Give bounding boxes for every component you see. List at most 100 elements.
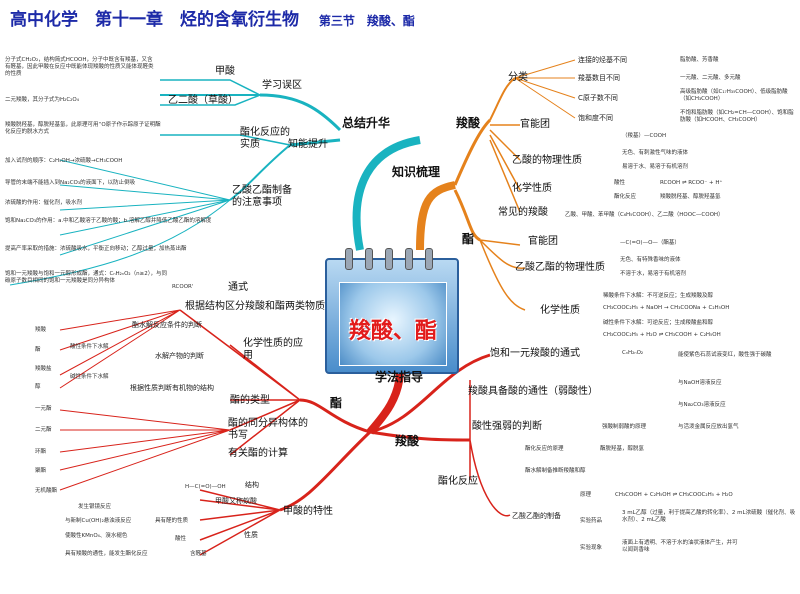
left-small-2: 酯 — [35, 347, 41, 353]
formic-note: 分子式CH₂O₂，结构简式HCOOH，分子中既含有羧基，又含有醛基，因此甲酸在反… — [5, 57, 154, 77]
ester-item-6: 根据性质判断有机物的结构 — [130, 384, 214, 392]
ester-rx-item-2: 酯脱羟基，醇脱氢 — [600, 446, 645, 452]
ester-fg-value: —C(=O)—O—（酯基） — [620, 240, 680, 246]
left-small-6: 二元酯 — [35, 427, 52, 433]
class-label-4: 饱和度不同 — [578, 114, 613, 122]
formic-item-6: 含醛基 — [190, 551, 207, 557]
ester-chem-4: CH₃COOC₂H₅ + H₂O ⇌ CH₃COOH + C₂H₅OH — [603, 332, 721, 338]
formic-note-4: 具有羧酸的通性，能发生酯化反应 — [65, 551, 148, 557]
formic-item-5: 酸性 — [175, 536, 187, 542]
node-prep: 乙酸乙酯制备的注意事项 — [232, 185, 292, 208]
center-calendar: 羧酸、酯 — [325, 248, 459, 374]
class-label-2: 羧基数目不同 — [578, 74, 620, 82]
class-value-1: 脂肪酸、芳香酸 — [680, 57, 719, 63]
formic-note-1: 发生银镜反应 — [78, 504, 112, 510]
formic-item-4: 性质 — [244, 531, 258, 539]
node-carboxylic: 羧酸 — [456, 116, 481, 130]
formic-item-2: 甲酸又称蚁酸 — [215, 497, 257, 505]
ester-item-9: 有关酯的计算 — [228, 448, 288, 459]
node-chem-props: 化学性质 — [512, 183, 552, 194]
class-value-4: 不饱和脂肪酸（如CH₂=CH—COOH）、饱和脂肪酸（如HCOOH、CH₃COO… — [680, 110, 794, 123]
formic-note-2: 与新制Cu(OH)₂悬浊液反应 — [65, 518, 132, 524]
left-small-3: 羧酸盐 — [35, 366, 52, 372]
acidity-eq: RCOOH ⇌ RCOO⁻ + H⁺ — [660, 180, 723, 186]
trunk-summary — [352, 136, 421, 251]
class-label-1: 连接的烃基不同 — [578, 56, 627, 64]
node-methods-carboxylic: 羧酸 — [395, 434, 420, 448]
node-formula: 饱和一元羧酸的通式 — [490, 348, 580, 359]
common-acids-value: 乙酸、甲酸、苯甲酸（C₆H₅COOH）、乙二酸（HOOC—COOH） — [565, 212, 724, 218]
ester-item-3: 化学性质的应用 — [243, 338, 303, 361]
ester-chem-3: 碱性条件下水解：可逆反应；生成羧酸盐和醇 — [603, 320, 714, 326]
ea-physical-2: 不溶于水，易溶于有机溶剂 — [620, 271, 687, 277]
ester-rx-item-3: 酯水解制备推断羧酸和醇 — [525, 468, 586, 474]
formula-value: CₙH₂ₙO₂ — [622, 350, 644, 356]
ea-physical-1: 无色、有特殊香味的液体 — [620, 257, 681, 263]
principle-label: 原理 — [580, 492, 592, 498]
class-value-2: 一元酸、二元酸、多元酸 — [680, 75, 741, 81]
node-acidity: 羧酸具备酸的通性（弱酸性） — [468, 386, 598, 397]
class-label-3: C原子数不同 — [578, 94, 618, 102]
section-title: 第三节 羧酸、酯 — [318, 14, 415, 28]
node-ability: 知能提升 — [288, 139, 328, 150]
acidity-item-3: 与Na₂CO₃溶液反应 — [678, 402, 726, 408]
branch-methods: 学法指导 — [375, 370, 424, 384]
center-title: 羧酸、酯 — [348, 318, 437, 344]
ester-rx-item-1: 酯化反应的原理 — [525, 446, 564, 452]
prep-note-5: 提高产率采取的措施：浓硫酸吸水，平衡正向移动；乙醇过量；加热蒸出酯 — [5, 246, 187, 252]
acid-strength-value: 强酸制弱酸的原理 — [602, 424, 647, 430]
calendar-frame: 羧酸、酯 — [325, 258, 459, 374]
node-common-acids: 常见的羧酸 — [498, 207, 548, 218]
left-small-9: 无机酸酯 — [35, 488, 58, 494]
formic-struct: H—C(=O)—OH — [185, 484, 226, 490]
acidity-item-1: 能使紫色石蕊试液变红，酸性强于碳酸 — [678, 352, 772, 358]
node-acid-strength: 酸性强弱的判断 — [472, 421, 542, 432]
node-oxalic: 乙二酸（草酸） — [168, 95, 238, 106]
node-ester-chem: 化学性质 — [540, 305, 580, 316]
prep-note-4: 饱和Na₂CO₃的作用：a.中和乙酸溶于乙酸的酸；b.溶解乙醇并降低乙酸乙酯的溶… — [5, 218, 212, 224]
chapter-title: 高中化学 第十一章 烃的含氧衍生物 — [10, 10, 299, 30]
node-formic: 甲酸 — [215, 66, 235, 77]
class-value-3: 高级脂肪酸（如C₁₇H₃₅COOH）、低级脂肪酸（如CH₃COOH） — [680, 89, 788, 102]
left-small-1: 羧酸 — [35, 327, 47, 333]
ring-icon — [385, 248, 393, 270]
ester-rx-note: 羧酸脱羟基、醇脱羟基氢 — [660, 194, 721, 200]
node-ea-physical: 乙酸乙酯的物理性质 — [515, 262, 605, 273]
node-ester-rx: 酯化反应 — [438, 476, 478, 487]
ring-icon — [425, 248, 433, 270]
node-acid-fg: 官能团 — [520, 119, 550, 130]
prep-note-6: 饱和一元羧酸与饱和一元醇形成酯，通式：CₙH₂ₙO₂（n≥2），与同碳原子数目相… — [5, 271, 167, 284]
left-small-7: 环酯 — [35, 449, 47, 455]
acidity-item-2: 与NaOH溶液反应 — [678, 380, 722, 386]
node-ester: 酯 — [462, 232, 475, 246]
trunk-knowledge — [416, 181, 456, 251]
acidity-item-4: 与活泼金属反应放出氢气 — [678, 424, 739, 430]
acetic-physical-2: 易溶于水、易溶于有机溶剂 — [622, 164, 689, 170]
prep-note-2: 导管的末端不能插入到Na₂CO₃的液面下，以防止倒吸 — [5, 180, 136, 186]
formic-item-1: 结构 — [245, 481, 259, 489]
page-title: 高中化学 第十一章 烃的含氧衍生物 第三节 羧酸、酯 — [10, 5, 415, 30]
oxalic-note: 二元羧酸，其分子式为H₂C₂O₄ — [5, 97, 79, 103]
ring-icon — [365, 248, 373, 270]
ester-item-2: 通式 — [228, 282, 248, 293]
phenomenon-label: 实验现象 — [580, 545, 603, 551]
rcoor-label: RCOOR' — [172, 284, 194, 290]
branch-knowledge: 知识梳理 — [392, 165, 441, 179]
acetic-physical-1: 无色、有刺激性气味的液体 — [622, 150, 689, 156]
formic-item-3: 具有醛的性质 — [155, 518, 189, 524]
ring-icon — [405, 248, 413, 270]
ring-icon — [345, 248, 353, 270]
ester-rx-label: 酯化反应 — [614, 194, 637, 200]
branch-summary: 总结升华 — [342, 116, 391, 130]
principle-eq: CH₃COOH + C₂H₅OH ⇌ CH₃COOC₂H₅ + H₂O — [615, 492, 733, 498]
ester-item-4: 酯水解反应条件的判断 — [132, 321, 202, 329]
phenomenon-value: 液面上有透明、不溶于水的油状液体产生，并可以闻到香味 — [622, 540, 738, 553]
node-methods-ester: 酯 — [330, 396, 343, 410]
prep-note-3: 浓硫酸的作用：催化剂，吸水剂 — [5, 200, 83, 206]
prep-note-1: 加入试剂的顺序：C₂H₅OH→浓硫酸→CH₃COOH — [5, 158, 123, 164]
ester-chem-2: CH₃COOC₂H₅ + NaOH → CH₃COONa + C₂H₅OH — [603, 305, 730, 311]
ester-item-5: 水解产物的判断 — [155, 352, 204, 360]
node-formic-props: 甲酸的特性 — [283, 506, 333, 517]
left-small-5: 一元酯 — [35, 406, 52, 412]
